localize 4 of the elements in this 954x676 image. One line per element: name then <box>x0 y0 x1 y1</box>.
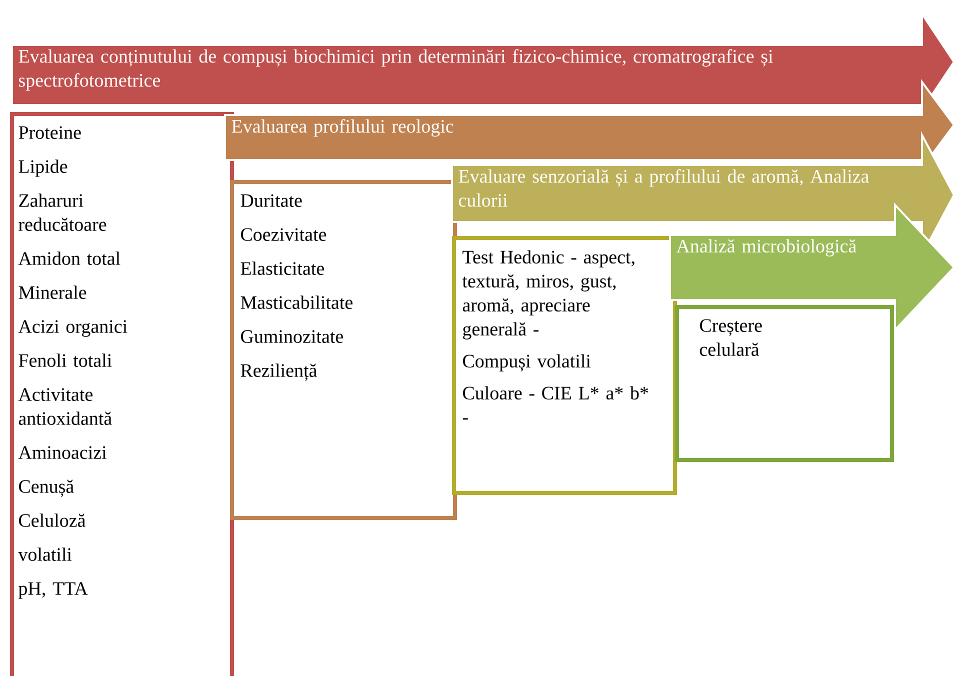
list-box: Creștere celulară <box>675 304 894 462</box>
arrow-band: Evaluarea conținutului de compuși biochimici prin determinări fizico-chimice, cromatrografice și spectrofotometrice <box>11 10 954 114</box>
list-box: Test Hedonic - aspect, textură, miros, gust, aromă, apreciare generală - Compuși volatili Culoare - CIE L* a* b* - <box>452 236 677 495</box>
list-box: Duritate Coezivitate Elasticitate Masticabilitate Guminozitate Reziliență <box>230 180 457 520</box>
